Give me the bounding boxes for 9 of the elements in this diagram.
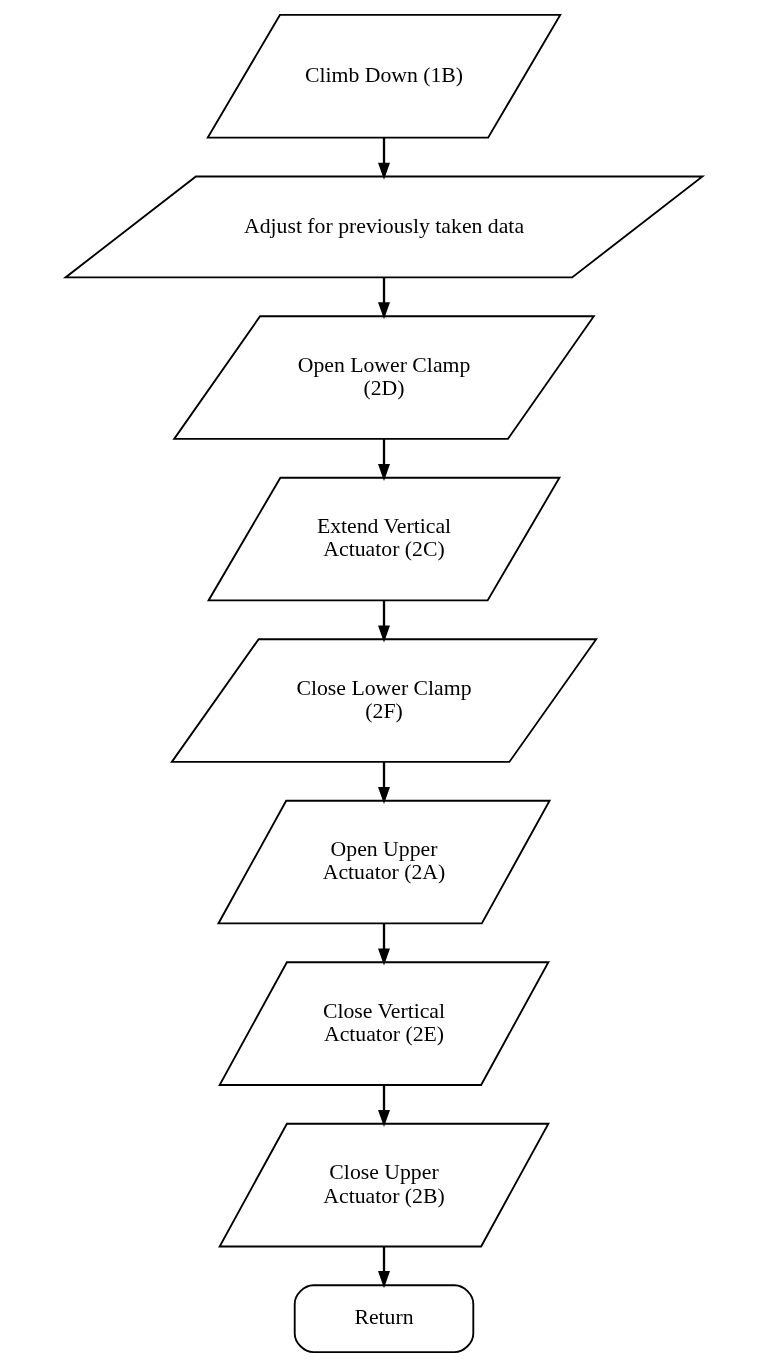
arrow <box>377 762 390 805</box>
arrow <box>377 923 390 966</box>
arrow <box>377 439 390 482</box>
node-box: Return <box>293 1284 474 1353</box>
arrow <box>377 277 390 320</box>
arrow <box>377 1246 390 1289</box>
arrow <box>377 1085 390 1128</box>
arrow <box>377 600 390 643</box>
arrow <box>377 137 390 180</box>
